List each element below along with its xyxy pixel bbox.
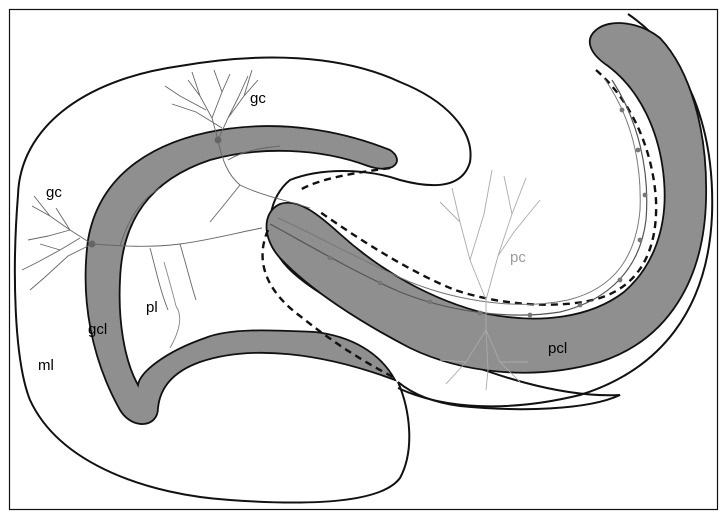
label-ml: ml: [38, 357, 54, 374]
label-pl: pl: [146, 299, 158, 316]
label-gcl: gcl: [88, 321, 107, 338]
label-pcl: pcl: [548, 340, 567, 357]
label-pc: pc: [510, 249, 526, 266]
label-gc-left: gc: [46, 184, 62, 201]
label-gc-top: gc: [250, 90, 266, 107]
